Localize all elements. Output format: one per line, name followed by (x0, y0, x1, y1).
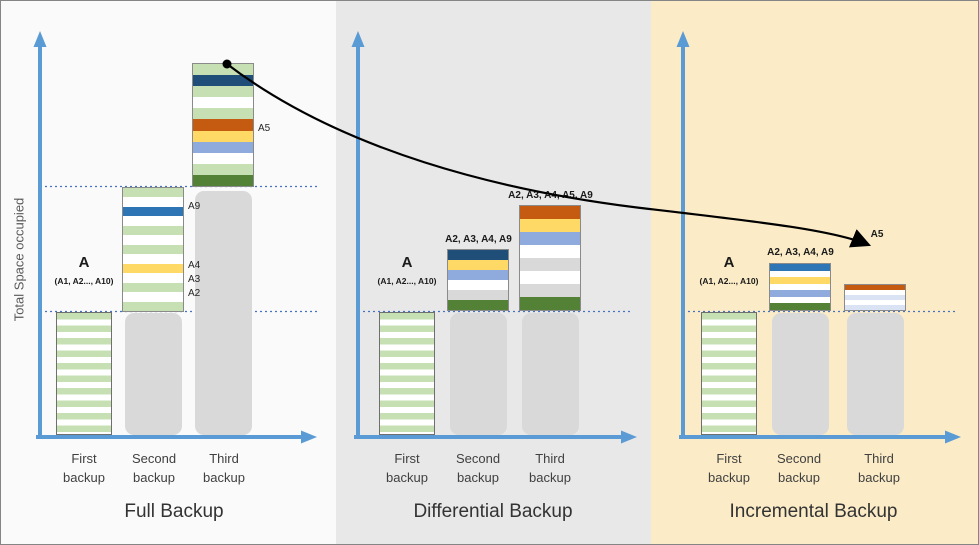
backup-data-stripe (193, 75, 253, 87)
backup-data-stripe (193, 64, 253, 76)
backup-data-stripe (448, 270, 508, 280)
bar-label-a-sub: (A1, A2..., A10) (699, 275, 759, 286)
x-axis-label-first-backup: First backup (708, 451, 750, 485)
backup-data-stripe (520, 271, 580, 284)
x-axis-label-third-backup: Third backup (203, 451, 245, 485)
stripe-annotation: A5 (258, 123, 271, 134)
backup-data-stripe (193, 174, 253, 187)
stack-label: A2, A3, A4, A9 (445, 234, 512, 245)
backup-data-stripe (520, 219, 580, 232)
backup-data-stripe (193, 108, 253, 120)
bar-label-a: A (723, 254, 735, 271)
stripe-annotation: A2 (188, 288, 201, 299)
x-axis-label-second-backup: Second backup (131, 451, 177, 485)
bar-label-a-sub: (A1, A2..., A10) (54, 275, 114, 286)
backup-data-stripe (448, 300, 508, 310)
backup-data-stripe (193, 97, 253, 109)
backup-data-stripe (123, 254, 183, 264)
third-backup-stack (844, 284, 906, 311)
stripe-annotation: A9 (188, 201, 201, 212)
third-backup-stack (519, 205, 581, 311)
backup-data-stripe (123, 273, 183, 283)
stripe-annotation: A4 (188, 260, 201, 271)
backup-data-stripe (770, 277, 830, 284)
backup-data-stripe (845, 300, 905, 305)
backup-data-stripe (123, 235, 183, 245)
backup-data-stripe (770, 264, 830, 271)
backup-data-stripe (520, 297, 580, 310)
stripe-annotation: A3 (188, 274, 201, 285)
x-axis-label-first-backup: First backup (386, 451, 428, 485)
backup-data-stripe (845, 305, 905, 310)
first-backup-bar (379, 312, 435, 435)
second-backup-stack (447, 249, 509, 311)
backup-data-stripe (448, 290, 508, 300)
bar-group-label: A (A1, A2..., A10) (364, 254, 450, 286)
panel-title: Incremental Backup (729, 501, 898, 522)
x-axis-label-third-backup: Third backup (529, 451, 571, 485)
bar-group-label: A (A1, A2..., A10) (41, 254, 127, 286)
backup-data-stripe (770, 283, 830, 291)
backup-data-stripe (770, 270, 830, 278)
backup-data-stripe (520, 206, 580, 219)
second-backup-gray-bar (450, 313, 507, 435)
x-axis-label-second-backup: Second backup (776, 451, 822, 485)
backup-data-stripe (448, 280, 508, 290)
x-axis-label-first-backup: First backup (63, 451, 105, 485)
backup-data-stripe (448, 250, 508, 260)
backup-data-stripe (123, 263, 183, 274)
x-axis-label-third-backup: Third backup (858, 451, 900, 485)
backup-data-stripe (123, 197, 183, 207)
second-backup-stack (122, 187, 184, 312)
backup-data-stripe (123, 244, 183, 255)
y-axis-title: Total Space occupied (11, 197, 27, 322)
stack-label: A2, A3, A4, A9 (767, 247, 834, 258)
bar-label-a-sub: (A1, A2..., A10) (377, 275, 437, 286)
backup-data-stripe (123, 188, 183, 198)
second-backup-gray-bar (125, 313, 182, 435)
backup-data-stripe (520, 245, 580, 258)
backup-data-stripe (448, 260, 508, 270)
backup-data-stripe (770, 290, 830, 297)
backup-data-stripe (770, 303, 830, 311)
bar-label-a: A (78, 254, 90, 271)
backup-data-stripe (845, 295, 905, 300)
second-backup-gray-bar (772, 313, 829, 435)
bar-group-label: A (A1, A2..., A10) (686, 254, 772, 286)
third-backup-gray-bar (847, 313, 904, 435)
second-backup-stack (769, 263, 831, 311)
third-backup-gray-bar (195, 191, 252, 435)
backup-data-stripe (193, 86, 253, 98)
backup-data-stripe (123, 206, 183, 217)
bar-label-a: A (401, 254, 413, 271)
backup-data-stripe (193, 152, 253, 164)
backup-data-stripe (193, 141, 253, 153)
backup-data-stripe (123, 301, 183, 312)
third-backup-gray-bar (522, 313, 579, 435)
first-backup-bar (56, 312, 112, 435)
backup-data-stripe (123, 225, 183, 236)
backup-data-stripe (123, 216, 183, 226)
panel-title: Differential Backup (413, 501, 573, 522)
backup-data-stripe (193, 130, 253, 142)
backup-data-stripe (520, 284, 580, 297)
first-backup-bar (701, 312, 757, 435)
panel-title: Full Backup (124, 501, 224, 522)
stack-label: A5 (870, 229, 884, 240)
backup-data-stripe (845, 290, 905, 295)
backup-data-stripe (520, 258, 580, 271)
stack-label: A2, A3, A4, A5, A9 (508, 190, 593, 201)
backup-data-stripe (123, 282, 183, 293)
backup-data-stripe (123, 292, 183, 302)
x-axis-label-second-backup: Second backup (455, 451, 501, 485)
backup-data-stripe (193, 163, 253, 175)
backup-data-stripe (845, 285, 905, 290)
backup-data-stripe (770, 296, 830, 304)
third-backup-stack (192, 63, 254, 187)
backup-data-stripe (193, 119, 253, 131)
